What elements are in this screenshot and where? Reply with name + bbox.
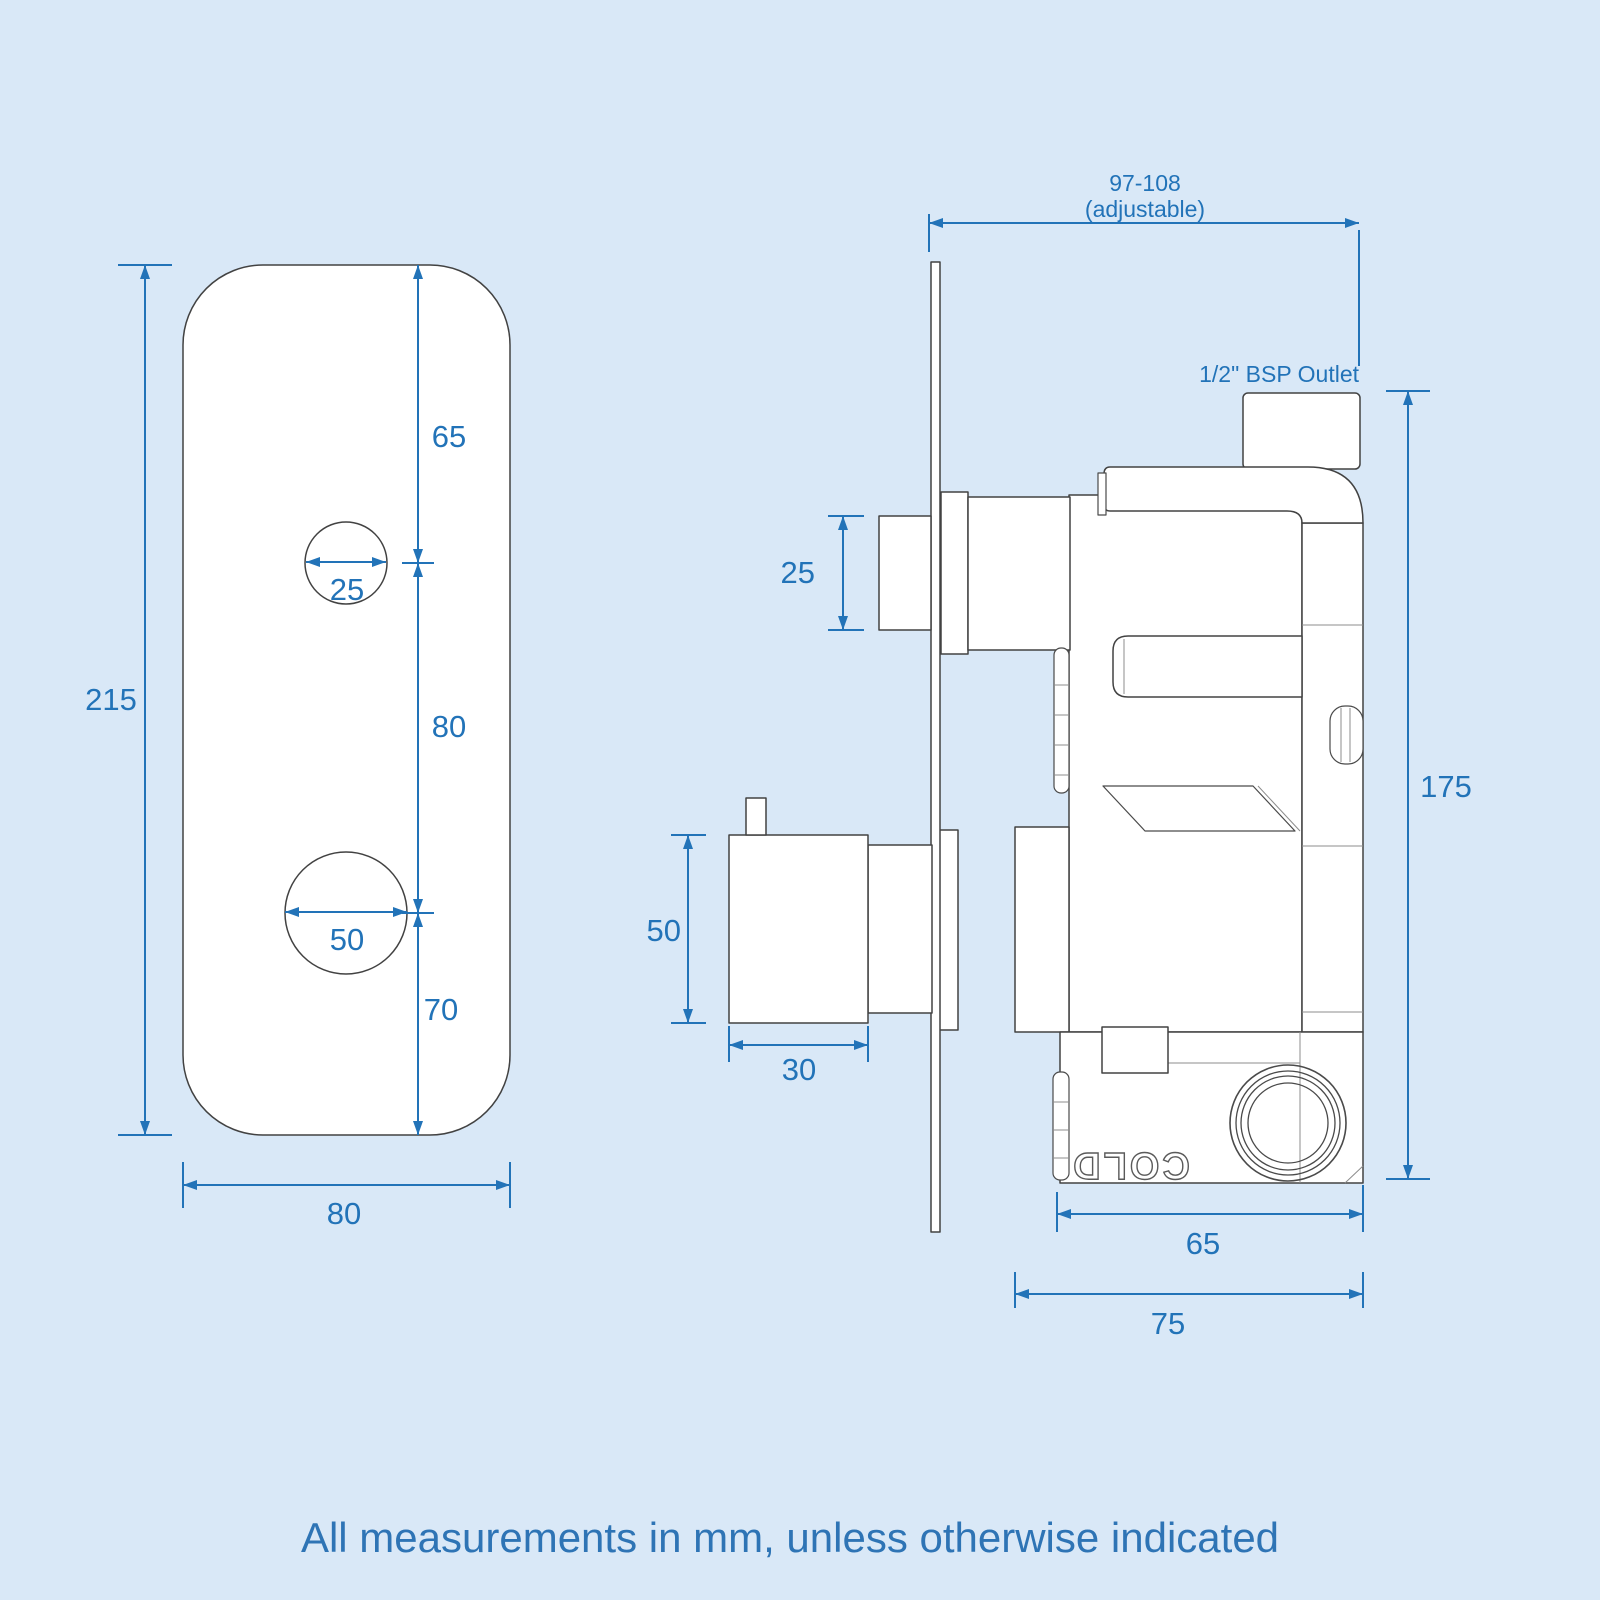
dim-label-hole-centres: 80 xyxy=(432,709,466,744)
inlet-port-ring xyxy=(1229,1064,1347,1182)
dim-label-front-height: 215 xyxy=(85,682,137,717)
handle-spacer xyxy=(938,829,959,1031)
elbow-arm-end-cap xyxy=(1097,472,1107,516)
side-port xyxy=(1329,705,1364,765)
dim-label-lower-body-depth: 65 xyxy=(1186,1226,1220,1261)
dim-label-handle-height: 50 xyxy=(647,913,681,948)
front-plate-outline xyxy=(182,264,511,1136)
body-chamfer-band xyxy=(1102,785,1296,832)
mid-outlet-pipe xyxy=(1112,635,1303,698)
inlet-port-ring xyxy=(1235,1070,1341,1176)
hex-connector-lower xyxy=(1052,1071,1070,1181)
handle-knob xyxy=(728,834,869,1024)
dim-label-body-height: 175 xyxy=(1420,769,1472,804)
bsp-outlet-label: 1/2" BSP Outlet xyxy=(1199,361,1359,387)
handle-neck xyxy=(867,844,933,1014)
dim-label-bottom-hole-dia: 50 xyxy=(330,922,364,957)
inlet-port-ring xyxy=(1240,1075,1336,1171)
measurement-note: All measurements in mm, unless otherwise… xyxy=(301,1514,1279,1561)
front-view: 215 65 80 70 25 50 80 xyxy=(85,264,511,1231)
dim-label-top-hole-dia: 25 xyxy=(330,572,364,607)
top-cartridge-cylinder xyxy=(967,496,1071,651)
handle-tab xyxy=(745,797,767,836)
hex-connector-upper xyxy=(1053,647,1070,794)
valve-body-right-slab xyxy=(1301,522,1364,1033)
side-port-lines xyxy=(1340,708,1351,762)
dim-label-top-cartridge: 25 xyxy=(781,555,815,590)
dim-label-bottom-offset: 70 xyxy=(424,992,458,1027)
side-view: COLD 97-108 (adjustable) 1/2" BSP Outlet… xyxy=(647,170,1472,1341)
bsp-outlet-block xyxy=(1242,392,1361,470)
pipe-clamp xyxy=(1101,1026,1169,1074)
top-cartridge-flange xyxy=(940,491,969,655)
dim-label-depth-range: 97-108 xyxy=(1109,170,1181,196)
dim-label-plate-width: 80 xyxy=(327,1196,361,1231)
cold-port-marking: COLD xyxy=(1070,1144,1190,1186)
body-seam-line xyxy=(1257,785,1301,832)
dim-label-handle-depth: 30 xyxy=(782,1052,816,1087)
mount-block xyxy=(1014,826,1070,1033)
hex-connector-ridges xyxy=(1054,684,1069,776)
dim-label-overall-depth: 75 xyxy=(1151,1306,1185,1341)
body-chamfer-line xyxy=(1344,1165,1364,1184)
top-knob xyxy=(878,515,932,631)
dim-label-depth-note: (adjustable) xyxy=(1085,196,1205,222)
hex-connector-ridges xyxy=(1053,1101,1069,1159)
wall-plate-side xyxy=(930,261,941,1233)
outlet-elbow-arm xyxy=(1103,466,1364,524)
dim-label-top-hole-offset: 65 xyxy=(432,419,466,454)
inlet-port-ring xyxy=(1247,1082,1329,1164)
valve-body-column xyxy=(1068,494,1303,1033)
